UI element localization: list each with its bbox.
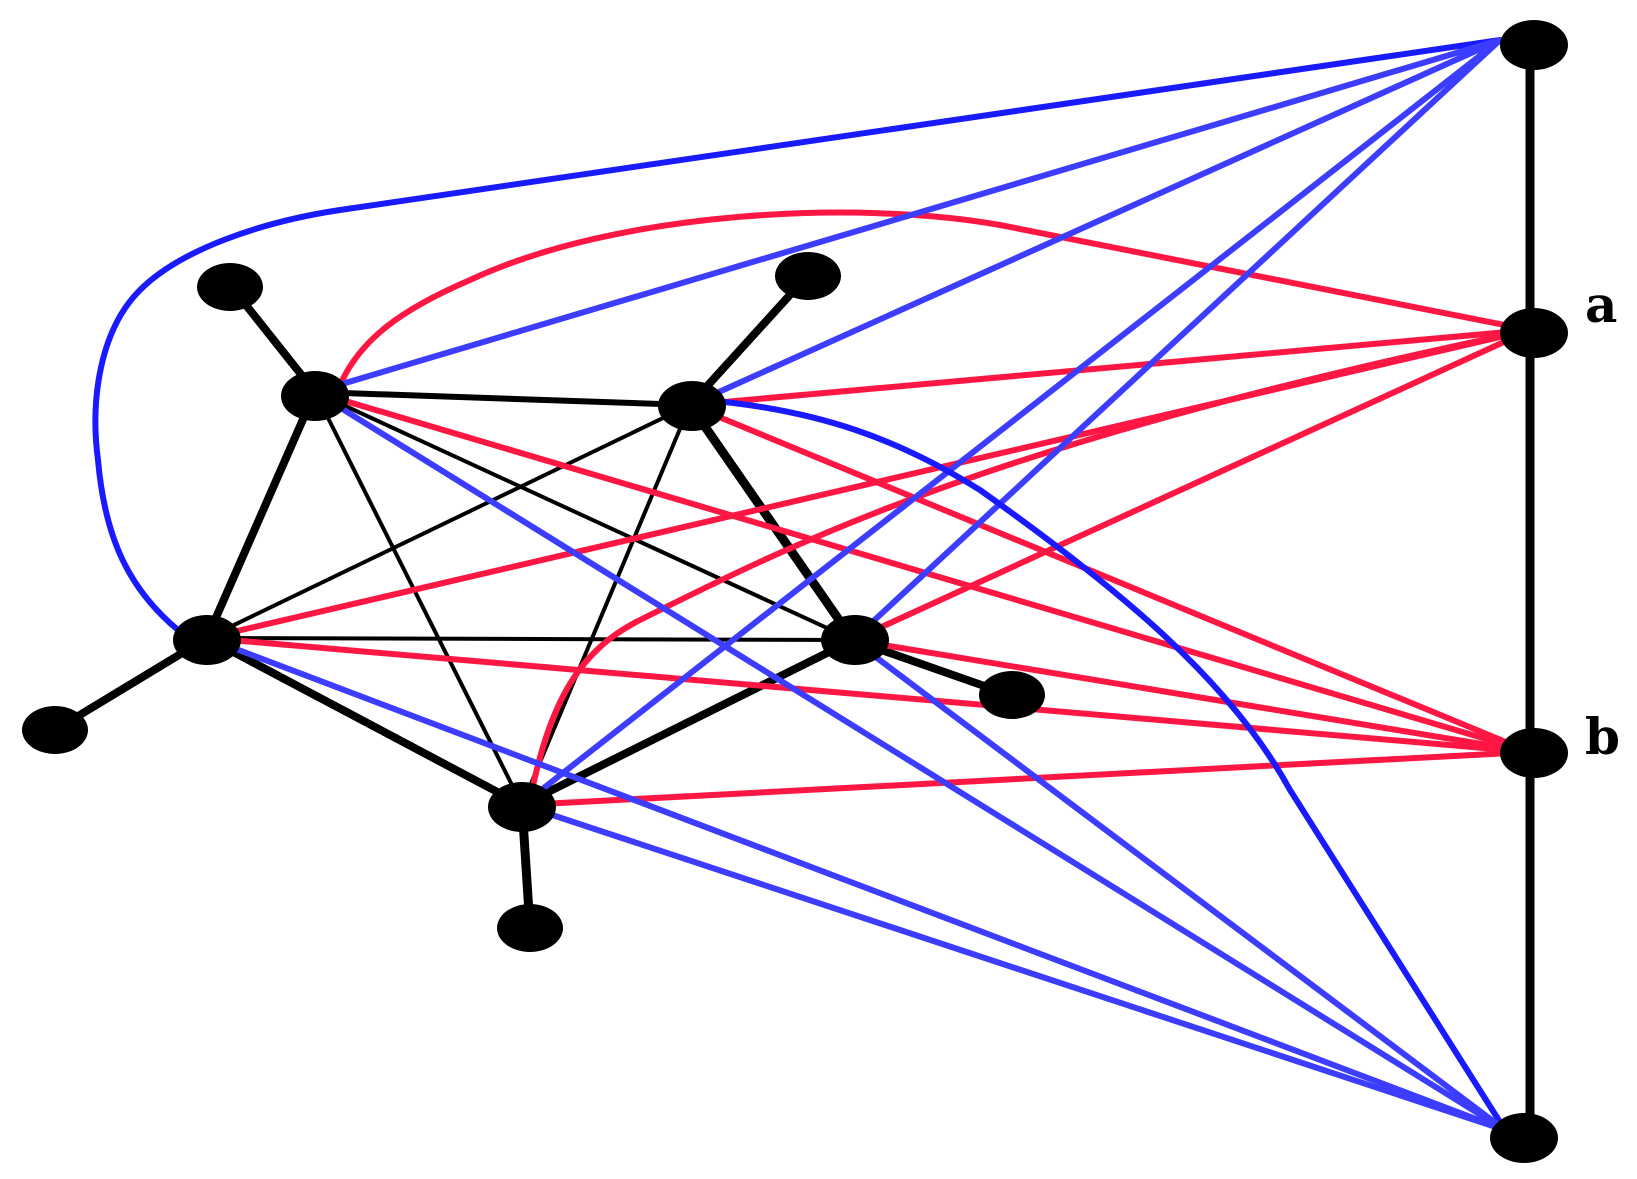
vertex-leaf <box>979 671 1045 719</box>
edge-red <box>519 749 1533 808</box>
edge-red-curve <box>527 327 1533 803</box>
edge-blue <box>312 37 1503 395</box>
edge-blue <box>850 637 1508 1133</box>
vertex-label-a: a <box>1585 275 1617 334</box>
edge-red <box>850 637 1533 755</box>
vertex-right-top <box>1500 20 1568 70</box>
edge-red-curve <box>337 209 1533 388</box>
vertex-label-b: b <box>1585 707 1620 766</box>
edge-blue-curve <box>702 397 1508 1133</box>
edge-black <box>203 388 319 642</box>
edge-blue <box>519 802 1508 1133</box>
vertex-hub <box>281 371 349 421</box>
edge-black <box>686 271 812 409</box>
vertices <box>22 20 1568 1163</box>
vertex-b <box>1500 728 1568 778</box>
edge-black <box>312 389 693 408</box>
edge-black-thin <box>520 403 692 807</box>
edge-blue <box>519 37 1503 808</box>
blue-edges <box>92 37 1508 1133</box>
edge-blue-curve <box>92 37 1503 633</box>
vertex-right-bottom <box>1490 1113 1558 1163</box>
vertex-hub <box>173 615 241 665</box>
edge-red <box>687 402 1533 755</box>
edge-black-thin <box>205 636 855 642</box>
edge-red <box>204 635 1533 755</box>
vertex-hub <box>821 615 889 665</box>
vertex-leaf <box>197 263 263 311</box>
vertex-leaf <box>22 706 88 754</box>
edge-black-thin <box>313 390 855 642</box>
edge-black <box>685 400 858 645</box>
edge-black <box>518 636 857 809</box>
edge-black <box>203 634 526 809</box>
vertex-hub <box>488 782 556 832</box>
edge-blue <box>850 37 1503 643</box>
vertex-hub <box>658 381 726 431</box>
vertex-leaf <box>497 904 563 952</box>
edge-red <box>687 327 1533 408</box>
vertex-leaf <box>775 252 841 300</box>
edge-blue <box>204 635 1508 1133</box>
edge-blue <box>687 37 1503 408</box>
edge-black-thin <box>205 403 692 640</box>
edge-red <box>850 327 1533 643</box>
edge-black-thin <box>313 390 524 807</box>
vertex-a <box>1500 308 1568 358</box>
edge-blue <box>312 389 1508 1133</box>
